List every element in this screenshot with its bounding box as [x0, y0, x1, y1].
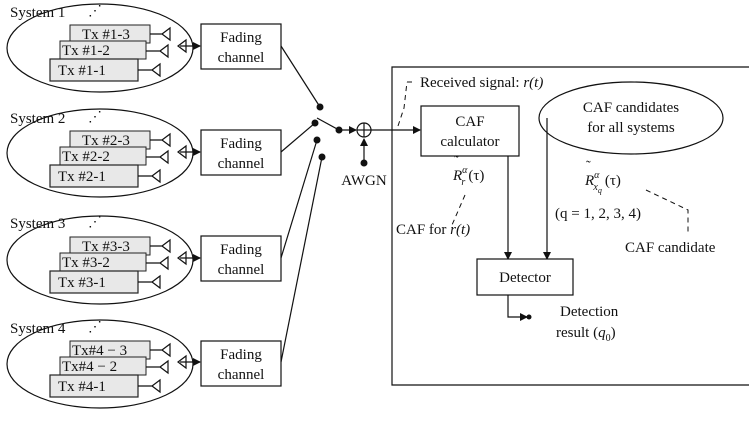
switch-wire-1: [280, 45, 321, 108]
tx-3-3-label: Tx #3-3: [82, 239, 130, 255]
tx-1-1-label: Tx #1-1: [58, 63, 106, 79]
received-signal-label: Received signal: r(t): [420, 75, 543, 91]
fading-channel-2-line1: Fading: [220, 136, 262, 152]
selector-switch: [280, 45, 357, 363]
tx-3-1-antenna-icon: [138, 274, 161, 290]
system-1-group: System 1 ⋰ Tx #1-3 Tx #1-2 Tx #1-1 Fadin…: [6, 3, 282, 93]
detection-result-line1: Detection: [560, 304, 619, 320]
caf-candidate-label: CAF candidate: [625, 240, 716, 256]
tx-2-2-label: Tx #2-2: [62, 149, 110, 165]
tx-1-3-label: Tx #1-3: [82, 27, 130, 43]
fading-channel-4-line1: Fading: [220, 347, 262, 363]
system-2-dots: ⋰: [88, 110, 102, 125]
fading-channel-4-line2: channel: [218, 367, 265, 383]
switch-contact-3: [313, 136, 321, 144]
awgn-adder: AWGN: [341, 122, 421, 189]
system-1-rx-antenna-icon: [177, 38, 187, 54]
tx-2-2-antenna-icon: [146, 149, 169, 165]
tx-2-1-label: Tx #2-1: [58, 169, 106, 185]
tx-4-2-antenna-icon: [146, 359, 169, 375]
tx-3-3-antenna-icon: [150, 238, 171, 254]
tx-1-3-antenna-icon: [150, 26, 171, 42]
fading-channel-2-line2: channel: [218, 156, 265, 172]
system-4-group: System 4 ⋰ Tx#4 − 3 Tx#4 − 2 Tx #4-1 Fad…: [6, 319, 282, 409]
detector-output-arrow: [507, 295, 528, 321]
tx-4-1-label: Tx #4-1: [58, 379, 106, 395]
caf-r-tilde: ˜: [454, 154, 459, 169]
tx-3-2-label: Tx #3-2: [62, 255, 110, 271]
caf-candidates-line1: CAF candidates: [583, 100, 679, 116]
system-1-label: System 1: [10, 5, 65, 21]
caf-for-leader: [451, 194, 466, 226]
fading-channel-4-box: [200, 340, 282, 387]
switch-contact-4: [318, 153, 326, 161]
system-4-rx-antenna-icon: [177, 354, 187, 370]
tx-4-3-antenna-icon: [150, 342, 171, 358]
tx-1-1-antenna-icon: [138, 62, 161, 78]
tx-4-1-antenna-icon: [138, 378, 161, 394]
received-signal-leader: [397, 81, 408, 127]
system-2-group: System 2 ⋰ Tx #2-3 Tx #2-2 Tx #2-1 Fadin…: [6, 108, 282, 198]
system-3-dots: ⋰: [88, 215, 102, 230]
fading-channel-3-line1: Fading: [220, 242, 262, 258]
fading-channel-2-box: [200, 129, 282, 176]
tx-4-3-label: Tx#4 − 3: [72, 343, 127, 359]
switch-contact-1: [316, 103, 324, 111]
caf-candidate-leader: [645, 189, 689, 232]
caf-calculator-line1: CAF: [455, 114, 484, 130]
system-4-dots: ⋰: [88, 320, 102, 335]
fading-channel-3-box: [200, 235, 282, 282]
system-2-rx-antenna-icon: [177, 144, 187, 160]
system-1-dots: ⋰: [88, 4, 102, 19]
caf-for-label: CAF for r(t): [396, 222, 470, 238]
switch-contact-2: [311, 119, 319, 127]
tx-1-2-antenna-icon: [146, 43, 169, 59]
tx-3-2-antenna-icon: [146, 255, 169, 271]
awgn-label: AWGN: [341, 173, 387, 189]
detector-label: Detector: [499, 270, 551, 286]
detector-output-dot: [526, 314, 532, 320]
receiver-block: Received signal: r(t) CAF calculator CAF…: [391, 66, 749, 386]
detection-result-line2: result (q0): [556, 325, 616, 344]
fading-channel-3-line2: channel: [218, 262, 265, 278]
tx-2-3-label: Tx #2-3: [82, 133, 130, 149]
caf-candidates-line2: for all systems: [587, 120, 675, 136]
system-2-label: System 2: [10, 111, 65, 127]
switch-wire-4: [280, 156, 323, 363]
tx-4-2-label: Tx#4 − 2: [62, 359, 117, 375]
tx-2-1-antenna-icon: [138, 168, 161, 184]
caf-xq-tilde: ˜: [586, 159, 591, 174]
system-3-label: System 3: [10, 216, 65, 232]
fading-channel-1-line2: channel: [218, 50, 265, 66]
switch-lever: [316, 117, 340, 131]
tx-3-1-label: Tx #3-1: [58, 275, 106, 291]
q-range-label: (q = 1, 2, 3, 4): [555, 206, 641, 222]
tx-1-2-label: Tx #1-2: [62, 43, 110, 59]
caf-candidates-ellipse: [538, 81, 724, 155]
tx-2-3-antenna-icon: [150, 132, 171, 148]
fading-channel-1-line1: Fading: [220, 30, 262, 46]
receiver-frame: [391, 66, 749, 386]
switch-wire-2: [280, 122, 316, 153]
system-3-group: System 3 ⋰ Tx #3-3 Tx #3-2 Tx #3-1 Fadin…: [6, 215, 282, 305]
caf-calculator-box: [420, 105, 520, 157]
system-3-rx-antenna-icon: [177, 250, 187, 266]
system-4-label: System 4: [10, 321, 66, 337]
switch-wire-3: [280, 139, 318, 259]
caf-calculator-line2: calculator: [440, 134, 499, 150]
detector-box: [476, 258, 574, 296]
